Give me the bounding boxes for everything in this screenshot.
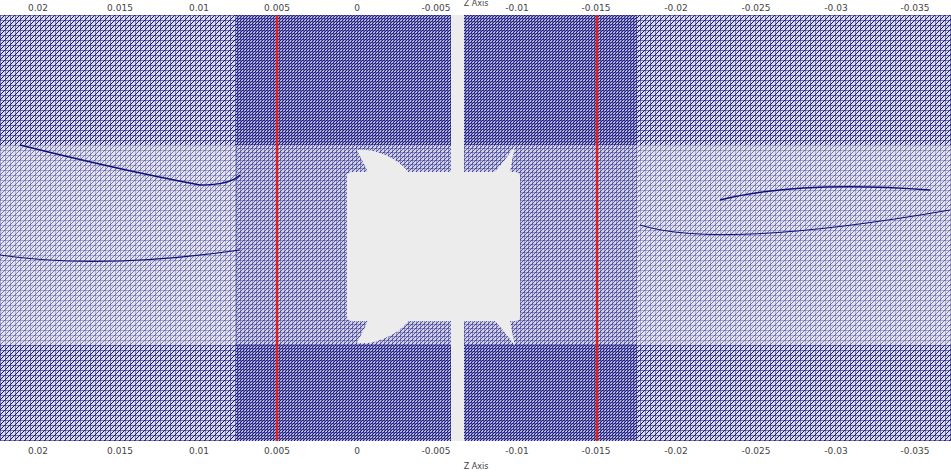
axis-title: Z Axis	[464, 462, 489, 472]
tick-label: 0.015	[107, 446, 133, 456]
tick-label: 0.02	[28, 446, 48, 456]
tick-label: -0.035	[900, 3, 929, 13]
tick-label: 0.02	[28, 3, 48, 13]
tick-label: -0.02	[664, 446, 687, 456]
tick-label: -0.015	[581, 446, 610, 456]
tick-label: -0.005	[421, 3, 450, 13]
tick-label: -0.01	[505, 446, 528, 456]
tick-label: 0.005	[264, 3, 290, 13]
tick-label: 0.005	[264, 446, 290, 456]
tick-label: -0.025	[741, 446, 770, 456]
axis-title: Z Axis	[464, 0, 489, 9]
tick-label: -0.03	[824, 3, 847, 13]
tick-label: 0.01	[189, 446, 209, 456]
tick-label: -0.035	[900, 446, 929, 456]
tick-label: 0	[354, 3, 360, 13]
tick-label: -0.005	[421, 446, 450, 456]
tick-label: -0.02	[664, 3, 687, 13]
tick-label: 0.01	[189, 3, 209, 13]
tick-label: -0.025	[741, 3, 770, 13]
tick-label: 0	[354, 446, 360, 456]
tick-label: -0.015	[581, 3, 610, 13]
tick-label: 0.015	[107, 3, 133, 13]
tick-label: -0.01	[505, 3, 528, 13]
tick-label: -0.03	[824, 446, 847, 456]
